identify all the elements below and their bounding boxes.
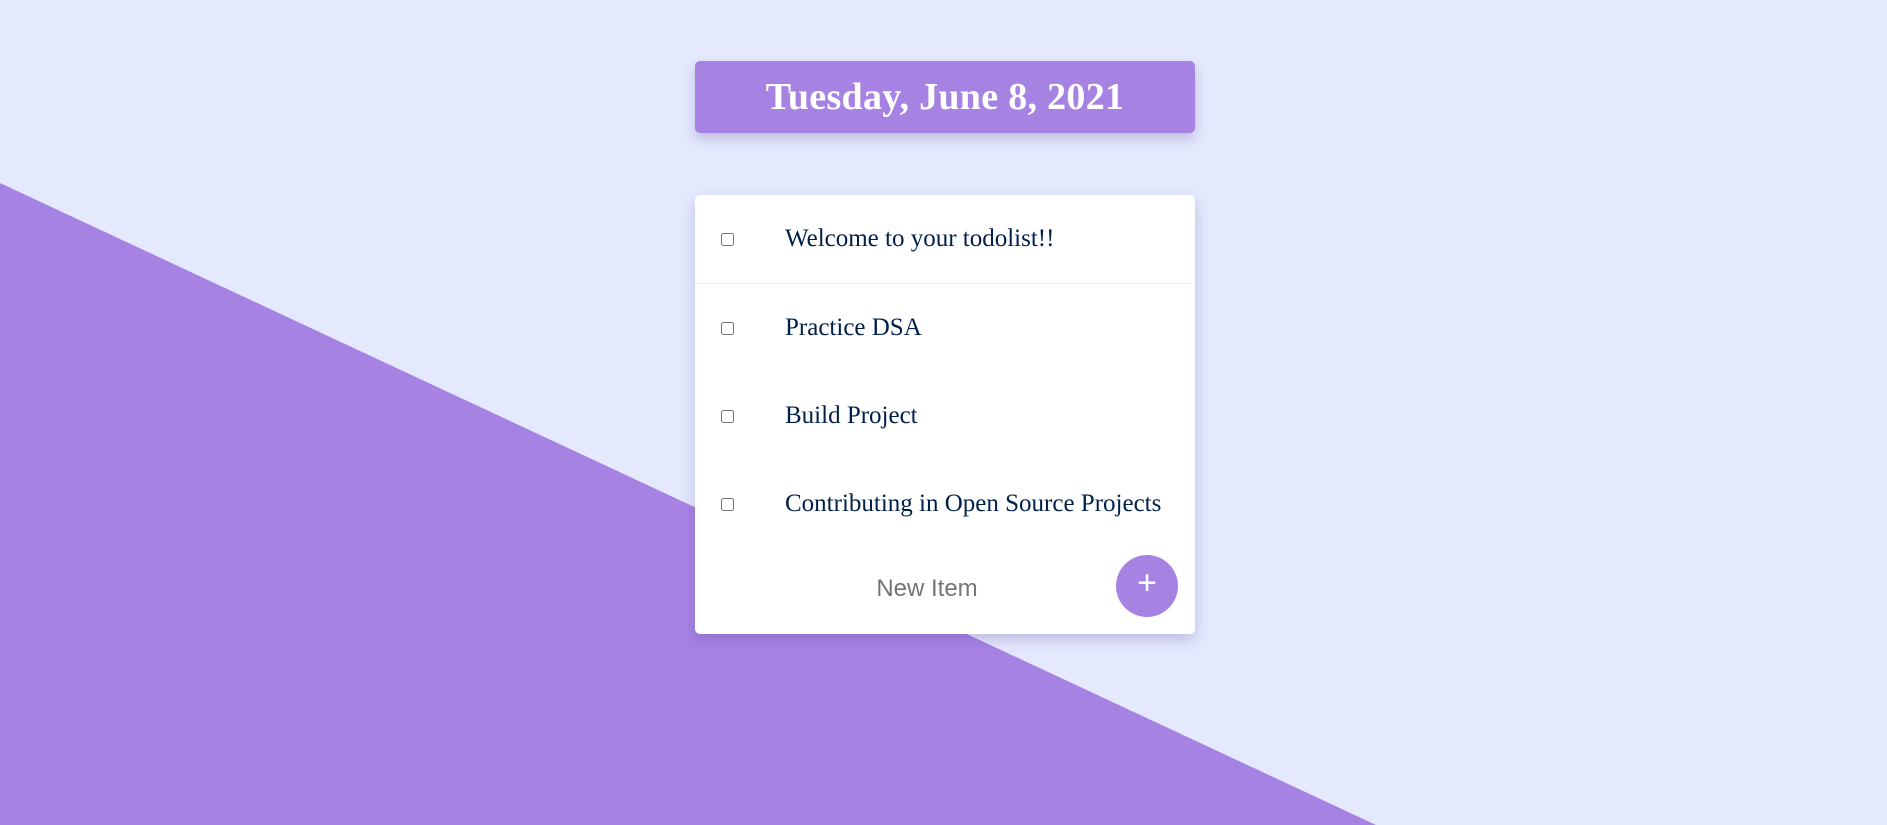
todo-item-checkbox[interactable] — [721, 497, 734, 511]
new-item-input[interactable] — [805, 566, 1049, 612]
date-header: Tuesday, June 8, 2021 — [695, 61, 1195, 133]
plus-icon: + — [1137, 564, 1157, 602]
todo-item-checkbox[interactable] — [721, 232, 734, 246]
add-item-button[interactable]: + — [1116, 555, 1178, 617]
todo-item: Welcome to your todolist!! — [695, 195, 1195, 284]
todo-item-checkbox[interactable] — [721, 409, 734, 423]
todo-item-label: Build Project — [785, 402, 918, 429]
todo-item: Contributing in Open Source Projects — [695, 460, 1195, 548]
page-title: Tuesday, June 8, 2021 — [765, 76, 1125, 118]
todo-item-label: Contributing in Open Source Projects — [785, 490, 1162, 517]
todo-item-checkbox[interactable] — [721, 321, 734, 335]
todo-item: Practice DSA — [695, 284, 1195, 372]
todo-item-label: Practice DSA — [785, 314, 922, 341]
todo-list: Welcome to your todolist!! Practice DSA … — [695, 195, 1195, 634]
new-item-form: + — [695, 548, 1195, 634]
todo-item-label: Welcome to your todolist!! — [785, 225, 1055, 252]
todo-item: Build Project — [695, 372, 1195, 460]
